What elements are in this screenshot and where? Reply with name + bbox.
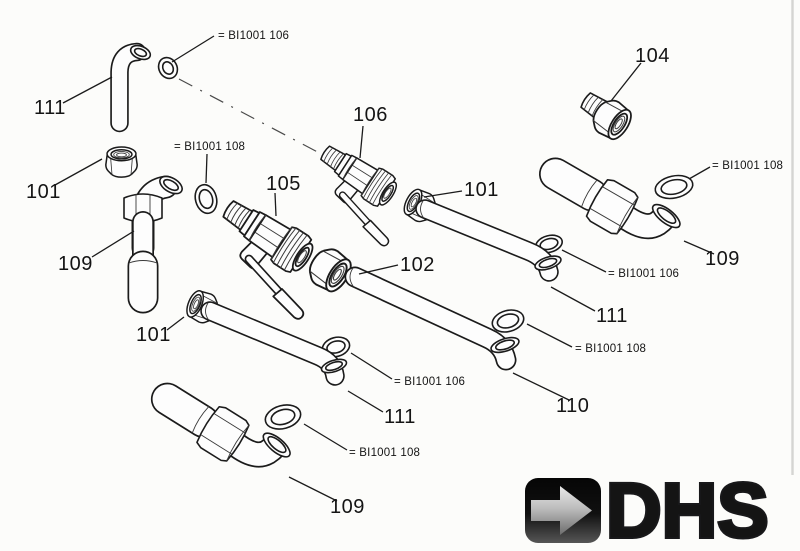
ref-label-bi1001-106-right: = BI1001 106 bbox=[608, 268, 679, 280]
fitting-104-drawing bbox=[580, 92, 638, 145]
washer-bi1001-106-top bbox=[157, 56, 179, 80]
ref-label-bi1001-108-bottom: = BI1001 108 bbox=[349, 447, 420, 459]
nut-101-top-left-drawing bbox=[105, 146, 138, 178]
part-label-106: 106 bbox=[353, 104, 388, 126]
washer-bi1001-108-left bbox=[194, 183, 218, 215]
assembly-guide-line bbox=[178, 78, 328, 158]
part-label-105: 105 bbox=[266, 173, 301, 195]
part-label-110: 110 bbox=[556, 395, 589, 417]
part-label-104: 104 bbox=[635, 45, 670, 67]
pipe-111-right-drawing bbox=[415, 199, 562, 282]
part-label-111-top-left: 111 bbox=[34, 97, 66, 119]
part-label-102: 102 bbox=[400, 254, 435, 276]
ref-label-bi1001-108-left: = BI1001 108 bbox=[174, 141, 245, 153]
elbow-109-bottom-drawing bbox=[155, 375, 296, 490]
part-label-109-bottom: 109 bbox=[330, 496, 365, 518]
valve-106-drawing bbox=[299, 137, 420, 247]
elbow-109-right-drawing bbox=[544, 150, 686, 262]
ref-label-bi1001-106-top: = BI1001 106 bbox=[218, 30, 289, 42]
arrow-right-icon bbox=[531, 486, 592, 535]
washer-bi1001-108-right bbox=[654, 174, 694, 200]
pipe-110-drawing bbox=[344, 266, 520, 371]
part-label-101-bottom-left: 101 bbox=[136, 324, 171, 346]
diagram-labels: = BI1001 106 111 = BI1001 108 101 106 10… bbox=[26, 30, 783, 518]
washer-bi1001-108-bottom bbox=[264, 404, 302, 430]
part-label-109-left: 109 bbox=[58, 253, 93, 275]
part-label-111-bottom: 111 bbox=[384, 406, 416, 428]
part-label-111-right: 111 bbox=[596, 305, 628, 327]
part-label-101-top-left: 101 bbox=[26, 181, 61, 203]
part-label-101-middle: 101 bbox=[464, 179, 499, 201]
pipe-111-bottom-drawing bbox=[200, 301, 348, 386]
ref-label-bi1001-108-right: = BI1001 108 bbox=[712, 160, 783, 172]
logo-text: DHS bbox=[606, 468, 769, 551]
elbow-109-left-drawing bbox=[123, 175, 183, 314]
leader-lines bbox=[54, 35, 715, 502]
dhs-logo: DHS bbox=[525, 466, 771, 551]
pipe-111-top-left-drawing bbox=[110, 42, 152, 133]
ref-label-bi1001-108-center: = BI1001 108 bbox=[575, 343, 646, 355]
part-label-109-right: 109 bbox=[705, 248, 740, 270]
washer-bi1001-108-center bbox=[491, 309, 525, 333]
ref-label-bi1001-106-bottom: = BI1001 106 bbox=[394, 376, 465, 388]
